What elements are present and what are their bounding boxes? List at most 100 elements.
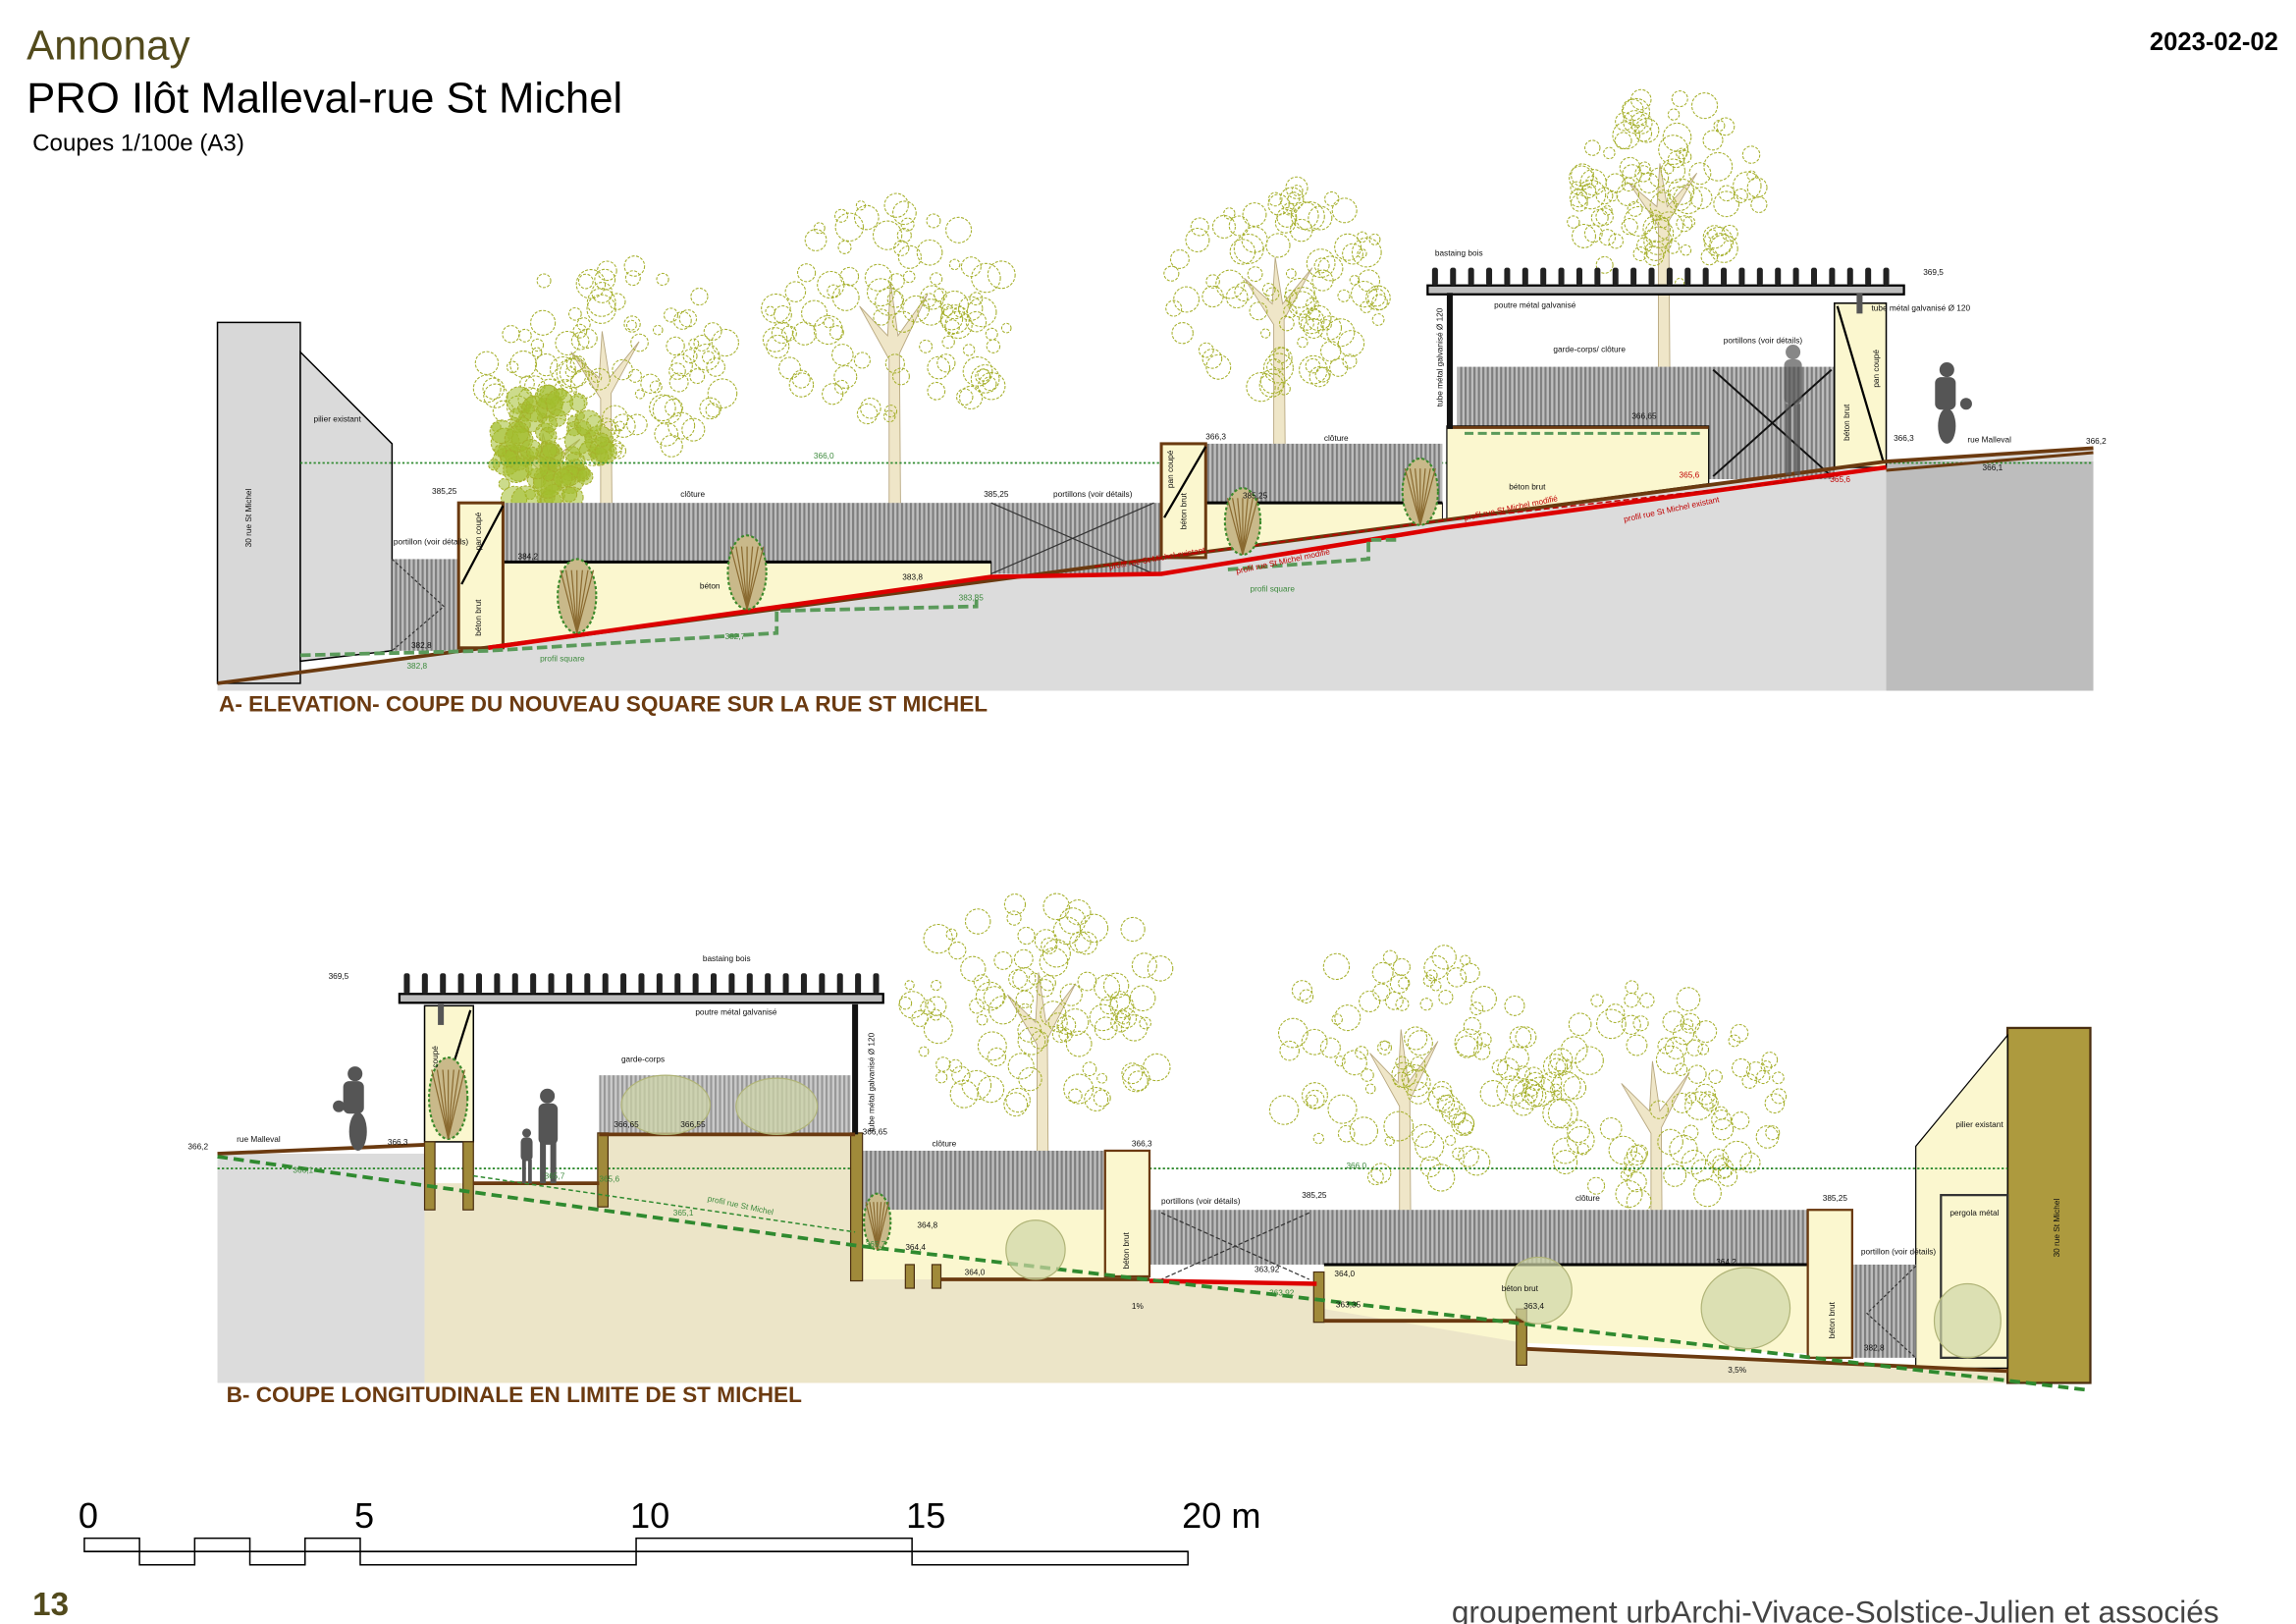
drawing-label: garde-corps <box>621 1056 665 1064</box>
foliage <box>1624 992 1639 1008</box>
foliage <box>1341 1050 1367 1076</box>
foliage <box>1061 1008 1090 1036</box>
foliage <box>1423 954 1449 981</box>
footer-credit: groupement urbArchi-Vivace-Solstice-Juli… <box>1452 1595 2219 1624</box>
drawing-label: béton brut <box>1509 483 1546 492</box>
foliage <box>893 240 910 256</box>
foliage <box>1660 158 1686 184</box>
foliage <box>649 394 676 422</box>
foliage <box>1351 280 1378 308</box>
foliage <box>1463 1016 1481 1036</box>
foliage <box>612 413 636 438</box>
foliage <box>960 955 987 982</box>
foliage <box>1445 1135 1457 1147</box>
drawing-label: rue Malleval <box>237 1135 281 1144</box>
foliage <box>1595 255 1614 274</box>
foliage <box>1312 1132 1325 1145</box>
scale-segment <box>138 1550 196 1566</box>
foliage <box>1077 971 1097 992</box>
foliage <box>707 378 738 408</box>
foliage <box>1511 1092 1535 1116</box>
bastaing-rafter <box>1431 267 1438 286</box>
foliage <box>949 1079 979 1109</box>
foliage <box>1584 139 1601 156</box>
profil-square-2 <box>1227 537 1399 571</box>
foliage <box>1215 269 1246 299</box>
foliage <box>1059 983 1083 1006</box>
foliage <box>569 370 599 400</box>
foliage <box>1590 994 1604 1007</box>
foliage <box>1716 117 1735 136</box>
bastaing-rafter <box>620 973 627 995</box>
foliage <box>896 228 912 244</box>
bastaing-rafter <box>548 973 555 995</box>
foliage <box>1234 282 1255 302</box>
drawing-label: tube métal galvanisé Ø 120 <box>868 1032 877 1131</box>
foliage <box>509 351 537 378</box>
tree <box>488 384 617 563</box>
foliage <box>1121 1062 1144 1085</box>
cyclist-silhouette <box>1935 362 1972 444</box>
profil-square <box>299 594 979 658</box>
foliage <box>961 1069 992 1101</box>
foliage <box>1074 931 1098 955</box>
drawing-label: 365,7 <box>545 1172 565 1181</box>
foliage <box>918 1046 930 1057</box>
drawing-label: 30 rue St Michel <box>244 488 253 547</box>
foliage <box>1694 1020 1718 1044</box>
foliage <box>1282 202 1296 216</box>
foliage <box>649 380 663 394</box>
foliage <box>494 444 507 458</box>
foliage <box>853 352 871 369</box>
foliage <box>882 409 896 423</box>
drawing-label: 385,25 <box>984 490 1009 499</box>
pillar-diagonal <box>1163 446 1207 518</box>
foliage <box>654 421 679 447</box>
drawing-label: béton brut <box>1180 492 1189 529</box>
foliage <box>1365 285 1391 311</box>
foliage <box>923 1014 953 1045</box>
foliage <box>1051 1026 1069 1044</box>
bastaing-rafter <box>728 973 735 995</box>
foliage <box>839 266 860 287</box>
foliage <box>993 950 1013 970</box>
foliage <box>1003 893 1027 916</box>
drawing-label: 30 rue St Michel <box>2053 1199 2061 1258</box>
foliage <box>1669 1134 1698 1164</box>
foliage <box>1110 1012 1131 1033</box>
foliage <box>625 319 637 331</box>
foliage <box>1303 318 1324 339</box>
foliage <box>1356 231 1368 244</box>
foliage <box>1012 966 1037 992</box>
foliage <box>1349 1116 1378 1146</box>
foliage <box>574 410 585 421</box>
foliage <box>1337 1124 1356 1143</box>
foliage <box>788 372 815 398</box>
shrub <box>1401 457 1439 526</box>
pillar-beton-brut <box>1103 1149 1151 1278</box>
foliage <box>927 381 946 401</box>
drawing-label: clôture <box>1324 434 1349 443</box>
foliage <box>623 315 641 333</box>
foliage <box>1319 1037 1341 1058</box>
foliage <box>1017 926 1036 946</box>
foliage <box>945 928 958 941</box>
foliage <box>873 220 903 250</box>
drawing-label: bastaing bois <box>703 954 751 963</box>
foliage <box>1379 1040 1390 1051</box>
section-a-caption: A- ELEVATION- COUPE DU NOUVEAU SQUARE SU… <box>219 692 988 717</box>
foliage <box>1273 347 1290 364</box>
foliage <box>1567 215 1580 229</box>
foliage <box>1306 248 1336 278</box>
drawing-label: 364,2 <box>1716 1258 1736 1267</box>
foliage <box>623 255 646 277</box>
foliage <box>1267 191 1283 207</box>
foliage <box>1322 952 1351 981</box>
pillar-pan-coupe-2 <box>1159 442 1207 560</box>
grass-clump <box>735 1077 819 1135</box>
drawing-label: 366,2 <box>187 1142 208 1151</box>
foliage <box>1771 1088 1788 1105</box>
foliage <box>1547 1057 1567 1076</box>
foliage <box>1018 1002 1033 1017</box>
foliage <box>1621 98 1644 122</box>
